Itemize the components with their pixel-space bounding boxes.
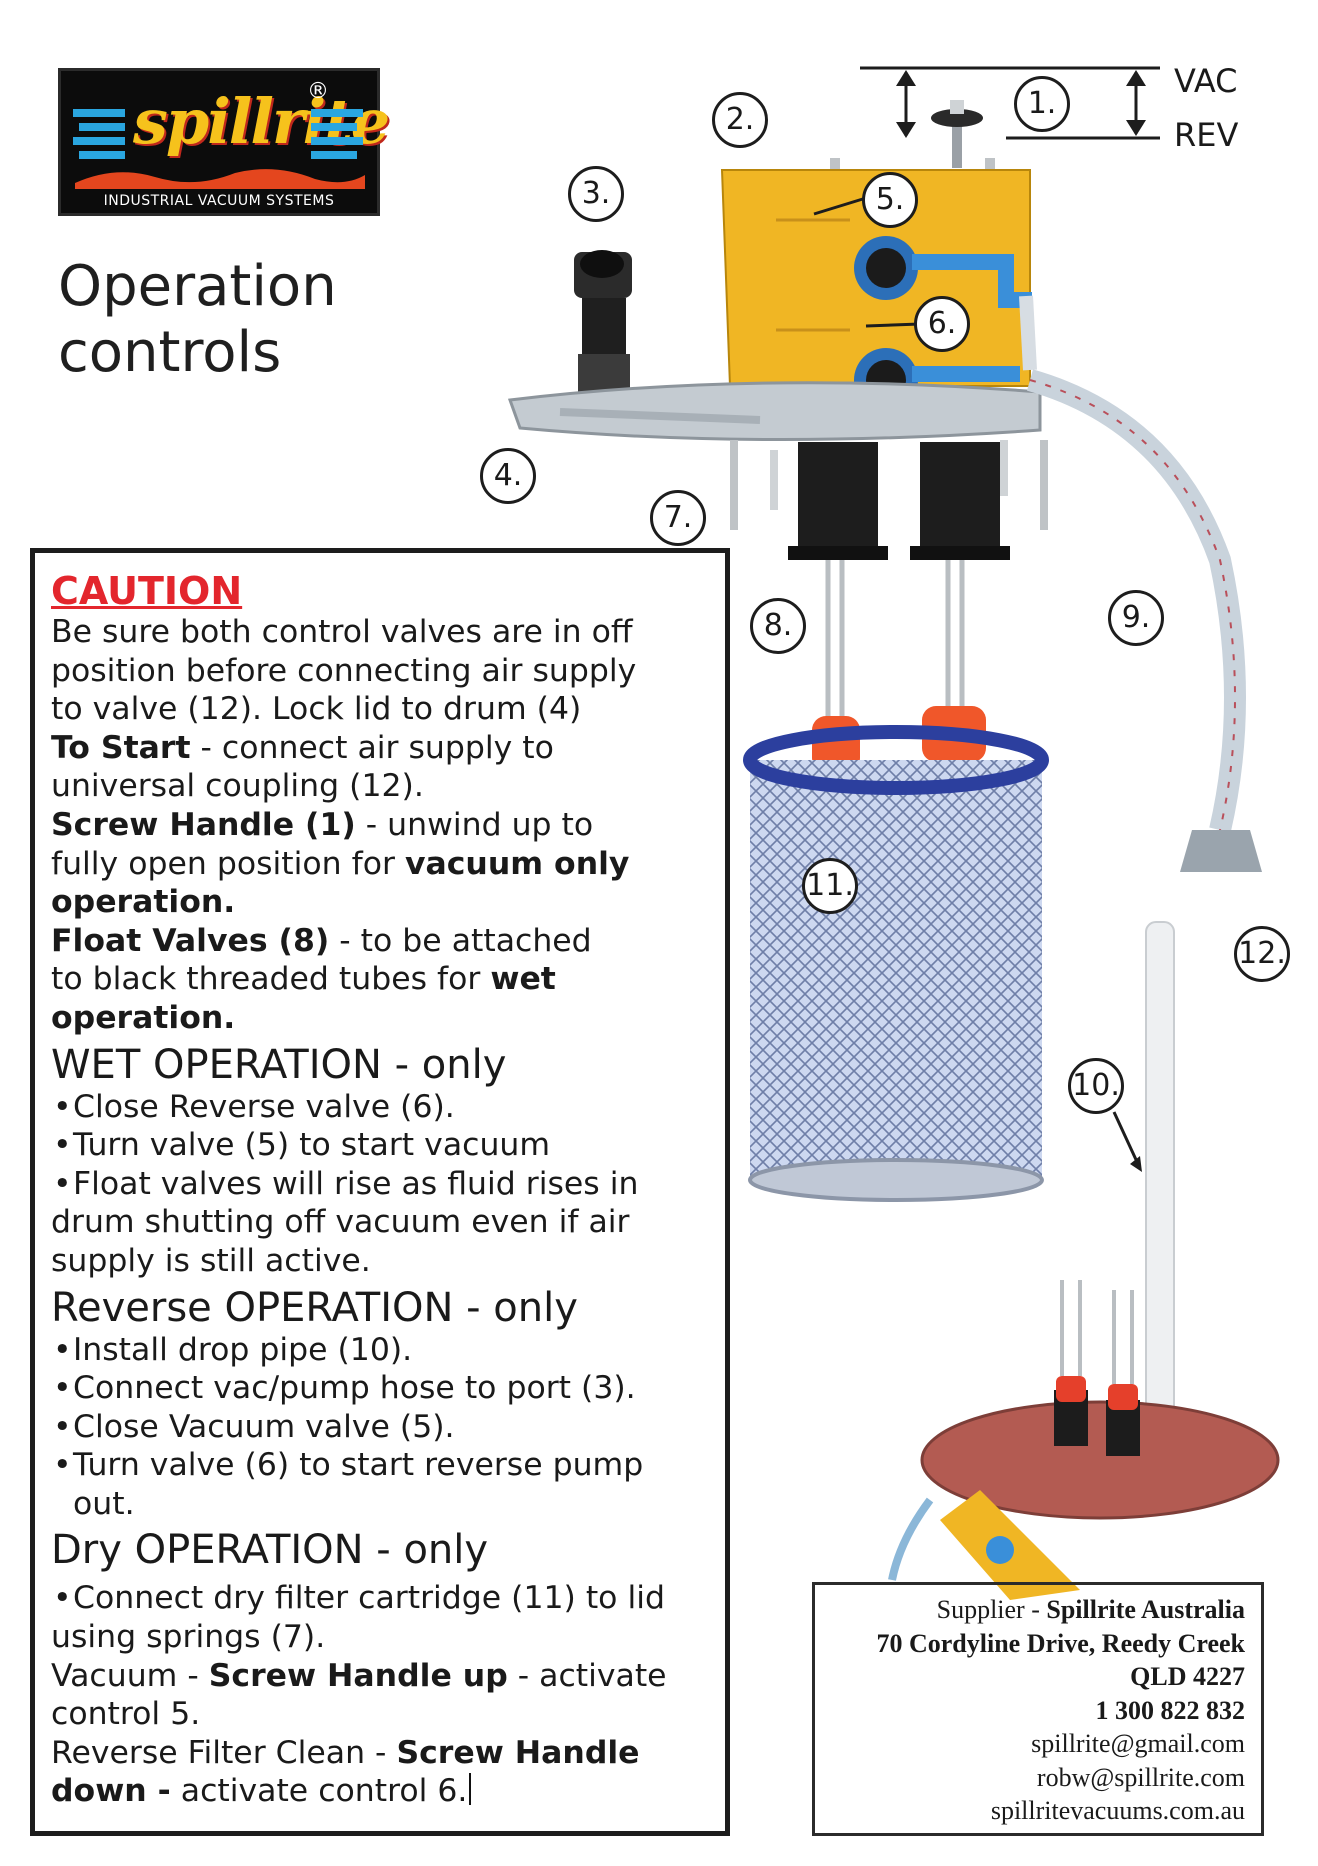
dry-continuation: using springs (7). xyxy=(51,1619,326,1656)
reverse-bullet-3: •Close Vacuum valve (5). xyxy=(53,1408,455,1445)
page-title: Operation controls xyxy=(58,254,398,386)
lid-assembly-icon xyxy=(888,1280,1280,1600)
wet-bullet-1: •Close Reverse valve (6). xyxy=(53,1088,455,1125)
dry-bullet-1: •Connect dry filter cartridge (11) to li… xyxy=(53,1580,665,1617)
supplier-name: Spillrite Australia xyxy=(1046,1595,1245,1624)
supplier-line-1: Supplier - Spillrite Australia xyxy=(936,1595,1245,1624)
drop-pipe-icon xyxy=(1112,921,1175,1463)
supplier-email-2: robw@spillrite.com xyxy=(1036,1762,1245,1792)
callout-1: 1. xyxy=(1014,76,1070,132)
drum-lid-icon xyxy=(507,381,1048,560)
vacuum-instruction: Vacuum - Screw Handle up - activate cont… xyxy=(51,1657,667,1733)
vacuum-bold: Screw Handle up xyxy=(208,1657,508,1694)
float-valves-label: Float Valves (8) xyxy=(51,922,330,959)
dry-operation-heading: Dry OPERATION - only xyxy=(51,1527,489,1574)
callout-7: 7. xyxy=(650,490,706,546)
caution-text: Be sure both control valves are in off p… xyxy=(51,614,637,728)
callout-2: 2. xyxy=(712,92,768,148)
start-label: To Start xyxy=(51,729,191,766)
supplier-address: 70 Cordyline Drive, Reedy Creek xyxy=(876,1628,1245,1658)
reverse-clean-instruction: Reverse Filter Clean - Screw Handle down… xyxy=(51,1734,640,1810)
float-valves-text: - to be attached to black threaded tubes… xyxy=(51,922,592,998)
callout-9: 9. xyxy=(1108,590,1164,646)
screw-handle-text: - unwind up to fully open position for xyxy=(51,806,594,882)
rev-label: REV xyxy=(1174,116,1239,154)
screw-handle-icon xyxy=(931,100,983,168)
float-valves-bold: wet operation. xyxy=(51,961,556,1036)
callout-10: 10. xyxy=(1068,1058,1124,1114)
wet-operation-heading: WET OPERATION - only xyxy=(51,1041,507,1088)
callout-5: 5. xyxy=(862,172,918,228)
wet-bullet-3: •Float valves will rise as fluid rises i… xyxy=(53,1165,639,1202)
logo-stripes-left-icon xyxy=(73,109,125,159)
vac-rev-indicator xyxy=(860,66,1160,140)
registered-mark: ® xyxy=(307,79,329,104)
spillrite-logo: spillrite ® INDUSTRIAL VACUUM SYSTEMS xyxy=(58,68,390,216)
callout-8: 8. xyxy=(750,598,806,654)
vac-label: VAC xyxy=(1174,62,1238,100)
wet-continuation: drum shutting off vacuum even if air sup… xyxy=(51,1204,630,1279)
float-valves-instruction: Float Valves (8) - to be attached to bla… xyxy=(51,922,721,1038)
reverse-clean-bold: Screw Handle down - xyxy=(51,1734,640,1810)
reverse-bullet-2: •Connect vac/pump hose to port (3). xyxy=(53,1370,636,1407)
callout-12: 12. xyxy=(1234,926,1290,982)
supplier-phone: 1 300 822 832 xyxy=(1095,1695,1246,1725)
reverse-bullet-1: •Install drop pipe (10). xyxy=(53,1331,413,1368)
start-instruction: To Start - connect air supply to univers… xyxy=(51,729,721,806)
instructions-panel: CAUTION Be sure both control valves are … xyxy=(30,548,730,1836)
title-line-2: controls xyxy=(58,320,282,385)
supplier-info: Supplier - Spillrite Australia 70 Cordyl… xyxy=(812,1582,1264,1836)
text-cursor xyxy=(469,1773,472,1806)
callout-6: 6. xyxy=(914,296,970,352)
title-line-1: Operation xyxy=(58,254,337,319)
reverse-bullet-4: •Turn valve (6) to start reverse pump ou… xyxy=(53,1447,644,1522)
port-fitting-icon xyxy=(574,250,632,394)
callout-5-arrow xyxy=(813,196,867,216)
filter-cartridge-icon xyxy=(743,725,1049,1202)
supplier-state: QLD 4227 xyxy=(1130,1662,1245,1691)
callout-3: 3. xyxy=(568,166,624,222)
caution-heading: CAUTION xyxy=(51,569,243,613)
callout-4: 4. xyxy=(480,448,536,504)
logo-splash-icon xyxy=(75,169,365,189)
supplier-website: spillritevacuums.com.au xyxy=(990,1796,1245,1825)
logo-wordmark: spillrite xyxy=(133,85,390,158)
logo-tagline: INDUSTRIAL VACUUM SYSTEMS xyxy=(103,193,335,209)
start-text: - connect air supply to universal coupli… xyxy=(51,729,554,805)
reverse-operation-heading: Reverse OPERATION - only xyxy=(51,1284,578,1331)
wet-bullet-2: •Turn valve (5) to start vacuum xyxy=(53,1127,551,1164)
callout-11: 11. xyxy=(802,858,858,914)
logo-stripes-right-icon xyxy=(311,109,363,159)
screw-handle-label: Screw Handle (1) xyxy=(51,806,356,843)
air-hose-icon xyxy=(1026,369,1262,872)
supplier-email-1: spillrite@gmail.com xyxy=(1031,1729,1245,1758)
screw-handle-instruction: Screw Handle (1) - unwind up to fully op… xyxy=(51,806,721,922)
screw-handle-bold: vacuum only operation. xyxy=(51,845,630,921)
instructions-body: CAUTION Be sure both control valves are … xyxy=(51,569,721,1811)
callout-6-arrow xyxy=(865,322,921,328)
